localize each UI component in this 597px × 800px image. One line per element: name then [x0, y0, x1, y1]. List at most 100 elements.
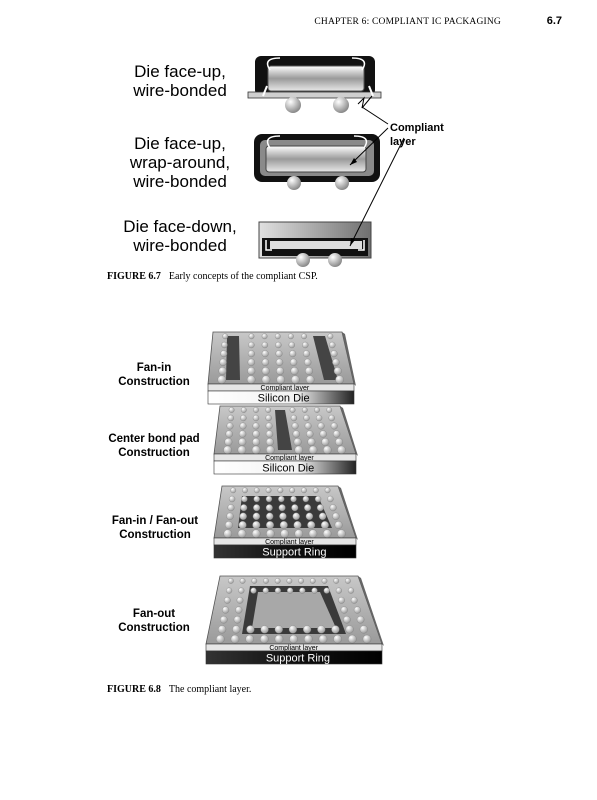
solder-ball: [291, 504, 299, 512]
solder-ball: [226, 512, 234, 520]
solder-ball: [294, 445, 304, 455]
solder-ball: [318, 512, 327, 520]
solder-ball: [279, 512, 287, 520]
solder-ball: [333, 634, 342, 644]
solder-ball: [261, 333, 268, 340]
solder-ball: [266, 445, 275, 455]
solder-ball: [308, 529, 318, 538]
solder-ball: [233, 615, 242, 624]
solder-ball: [240, 407, 247, 413]
solder-ball: [236, 596, 244, 604]
solder-ball: [265, 438, 274, 446]
solder-ball: [317, 625, 326, 634]
solder-ball: [304, 504, 312, 512]
solder-ball: [247, 350, 255, 358]
support-ring-bar: [213, 544, 357, 559]
solder-ball: [326, 407, 333, 413]
solder-ball: [238, 430, 247, 438]
page-number: 6.7: [546, 15, 562, 27]
solder-ball: [289, 487, 296, 494]
solder-ball: [261, 341, 269, 349]
solder-ball: [253, 487, 260, 494]
solder-ball: [246, 625, 255, 634]
solder-ball: [311, 587, 318, 594]
solder-ball: [223, 445, 232, 455]
solder-ball: [356, 615, 365, 624]
solder-ball: [221, 341, 228, 349]
solder-ball: [246, 375, 256, 384]
silicon-die-bar: [207, 390, 355, 405]
solder-ball: [237, 529, 247, 538]
solder-ball: [329, 341, 336, 349]
solder-ball: [241, 495, 248, 503]
solder-ball: [314, 407, 320, 413]
solder-ball: [333, 367, 342, 375]
silicon-die-label: Silicon Die: [262, 463, 314, 475]
solder-ball: [290, 495, 297, 503]
solder-ball: [289, 634, 298, 644]
solder-ball: [251, 578, 258, 584]
fig67-illustration: [247, 56, 405, 267]
solder-ball: [340, 606, 348, 614]
solder-ball: [347, 587, 355, 594]
solder-ball: [322, 529, 332, 538]
silicon-die-bar: [213, 460, 357, 475]
package-facedown: [258, 221, 372, 267]
solder-ball: [288, 341, 295, 349]
solder-ball: [289, 407, 296, 413]
solder-ball: [293, 438, 302, 446]
solder-ball: [226, 587, 233, 594]
fig68-label-faninfanout: Fan-in / Fan-out Construction: [111, 515, 199, 541]
solder-ball: [253, 504, 261, 512]
solder-ball: [247, 367, 256, 375]
solder-ball: [275, 350, 283, 358]
solder-ball: [335, 587, 342, 594]
support-ring-label: Support Ring: [266, 653, 330, 665]
solder-ball: [328, 414, 335, 422]
solder-ball: [337, 445, 346, 455]
solder-ball: [278, 495, 285, 503]
solder-ball: [338, 596, 345, 604]
die-outline: [238, 496, 332, 528]
solder-ball: [228, 407, 235, 413]
solder-ball: [290, 367, 299, 375]
solder-ball: [253, 495, 260, 503]
solder-ball: [252, 414, 260, 422]
solder-ball: [250, 587, 257, 594]
solder-ball: [290, 414, 298, 422]
solder-ball: [301, 407, 308, 413]
solder-ball: [232, 625, 241, 634]
solder-ball: [288, 333, 294, 340]
solder-ball: [343, 615, 351, 624]
solder-ball: [217, 375, 227, 384]
solder-ball: [362, 634, 372, 644]
silicon-die-label: Silicon Die: [258, 393, 310, 405]
solder-ball: [252, 512, 261, 520]
solder-ball: [240, 504, 248, 512]
solder-ball: [265, 487, 272, 494]
solder-ball: [260, 634, 269, 644]
solder-ball: [247, 358, 255, 366]
solder-ball: [303, 625, 312, 634]
solder-ball: [327, 333, 334, 340]
solder-ball: [318, 634, 328, 644]
solder-ball: [289, 358, 298, 366]
solder-ball: [265, 504, 273, 512]
solder-ball: [252, 422, 260, 430]
solder-ball: [239, 578, 246, 584]
solder-ball: [329, 504, 337, 512]
callout-compliant-layer: Compliant layer: [390, 122, 444, 148]
solder-ball: [302, 495, 309, 503]
solder-ball: [274, 587, 281, 594]
solder-ball: [324, 487, 331, 494]
solder-ball: [274, 634, 284, 644]
solder-ball: [294, 529, 304, 538]
solder-ball: [277, 487, 284, 494]
solder-ball: [280, 529, 289, 538]
solder-ball: [323, 587, 330, 594]
